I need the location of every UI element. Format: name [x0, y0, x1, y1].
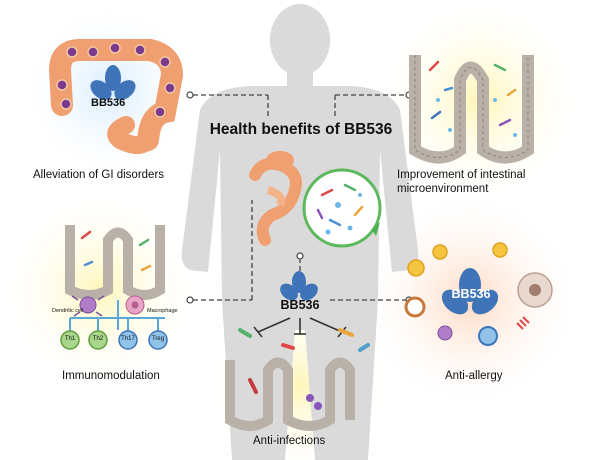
- bb536-bacterium-gi: [90, 65, 136, 100]
- macrophage-label: Macrophage: [147, 308, 178, 314]
- caption-microenvironment: Improvement of intestinal microenvironme…: [397, 169, 526, 195]
- bb536-label-center: BB536: [280, 298, 320, 312]
- intestine-illustration: [249, 151, 302, 246]
- bb536-label-allergy: BB536: [451, 287, 491, 301]
- t-cell-label-th2: Th2: [92, 336, 104, 342]
- pathogen-bacteria: [238, 328, 370, 352]
- t-cell-label-th1: Th1: [64, 336, 76, 342]
- caption-anti-allergy: Anti-allergy: [445, 370, 503, 382]
- inhibition-arrows: [253, 317, 347, 338]
- caption-anti-infections: Anti-infections: [253, 435, 326, 447]
- connector-lines: [193, 94, 406, 301]
- dendritic-cell: [71, 295, 105, 317]
- pollen-allergens: [407, 242, 508, 277]
- t-cells: [60, 330, 168, 350]
- allergy-cells: [404, 296, 530, 346]
- bb536-label-gi: BB536: [91, 97, 126, 109]
- mast-cell: [517, 272, 553, 308]
- caption-immunomodulation: Immunomodulation: [62, 370, 160, 382]
- dendritic-cell-label: Dendritic cell: [52, 308, 84, 314]
- t-cell-label-th17: Th17: [121, 336, 135, 342]
- diagram-title: Health benefits of BB536: [209, 121, 393, 138]
- colon-illustration: [48, 39, 184, 154]
- bb536-bacterium-center: [280, 271, 318, 301]
- villi-immuno: [65, 225, 165, 300]
- villi-infection: [225, 357, 355, 431]
- macrophage-cell: [125, 295, 145, 315]
- villi-microenv: [409, 55, 534, 164]
- t-cell-label-treg: Treg: [151, 336, 165, 342]
- bb536-bacterium-allergy: [441, 268, 499, 315]
- caption-gi-disorders: Alleviation of GI disorders: [33, 169, 165, 181]
- zoom-circle: [302, 168, 382, 248]
